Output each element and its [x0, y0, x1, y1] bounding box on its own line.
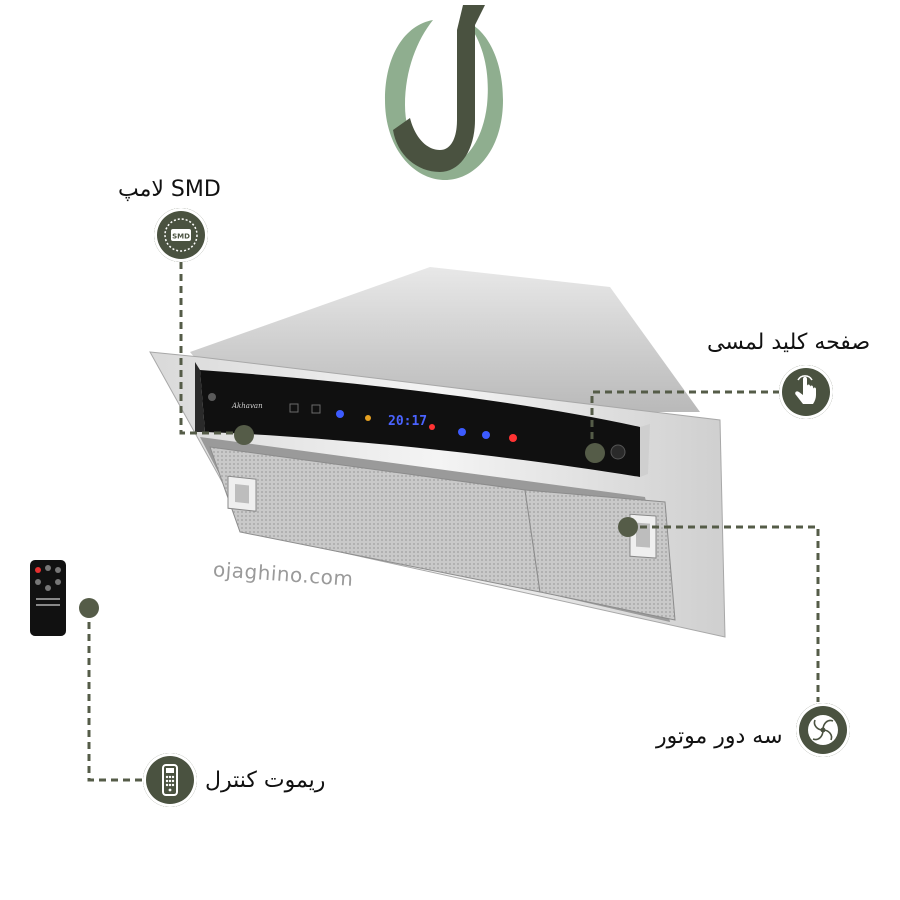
remote-control-image	[30, 560, 66, 636]
range-hood-image: Akhavan 20:17	[149, 267, 726, 638]
hood-brand: Akhavan	[231, 402, 263, 410]
fan-swirl-icon	[796, 703, 850, 757]
touch-hand-icon	[779, 365, 833, 419]
motor-dot	[618, 517, 638, 537]
smd-lamp-label: لامپ SMD	[118, 177, 221, 202]
smd-chip-icon: SMD	[154, 208, 208, 262]
brand-logo	[385, 5, 503, 180]
smd-icon-text: SMD	[172, 233, 190, 241]
motor-speeds-label: سه دور موتور	[656, 724, 783, 749]
hood-display: 20:17	[388, 414, 427, 429]
remote-control-label: ریموت کنترل	[205, 768, 326, 793]
touch-panel-label: صفحه کلید لمسی	[707, 330, 871, 355]
remote-dot	[79, 598, 99, 618]
remote-control-icon	[143, 753, 197, 807]
smd-lamp-dot	[234, 425, 254, 445]
touch-panel-dot	[585, 443, 605, 463]
